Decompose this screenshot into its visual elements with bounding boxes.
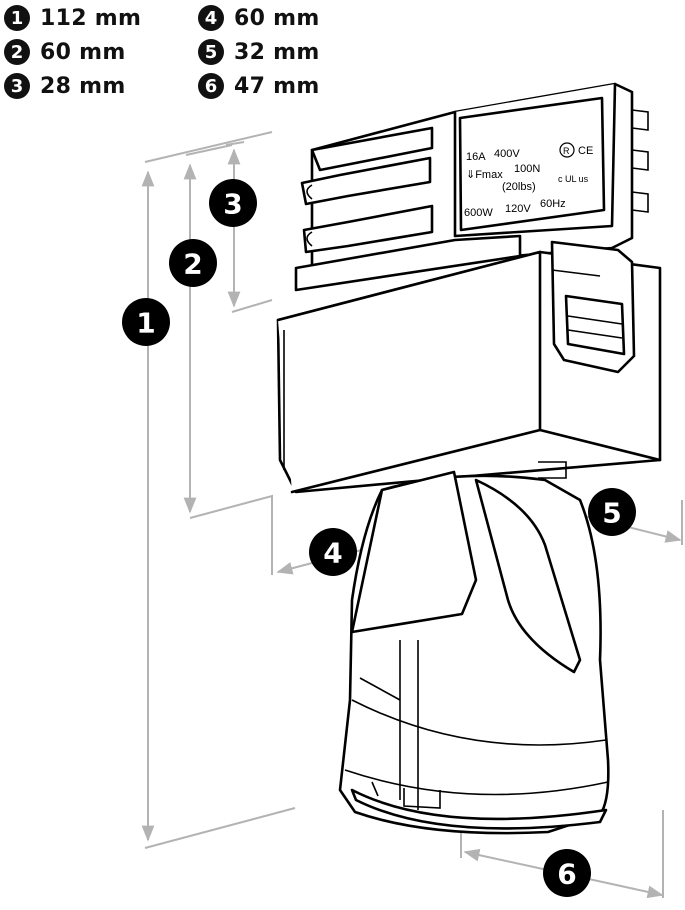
legend-value-1: 112 mm	[40, 5, 142, 31]
plate-cert2: CE	[578, 145, 593, 157]
legend-item-4: 4 60 mm	[198, 5, 320, 31]
legend-value-2: 60 mm	[40, 39, 126, 65]
legend-value-6: 47 mm	[234, 73, 320, 99]
badge-5: 5	[198, 39, 224, 65]
rating-plate: 16A 400V ⇓Fmax 100N (20lbs) 600W 120V 60…	[458, 96, 606, 232]
callout-5-text: 5	[602, 497, 621, 530]
badge-6: 6	[198, 73, 224, 99]
callout-4: 4	[309, 528, 357, 576]
callout-6-text: 6	[557, 858, 576, 891]
legend-value-3: 28 mm	[40, 73, 126, 99]
recycle-mark-icon	[559, 142, 575, 158]
callout-1-text: 1	[136, 307, 155, 340]
plate-cert3: c UL us	[558, 174, 589, 184]
lamp-head	[338, 461, 610, 835]
callout-4-text: 4	[323, 537, 342, 570]
badge-1: 1	[4, 5, 30, 31]
callout-6: 6	[543, 849, 591, 897]
dimension-3	[225, 141, 273, 313]
legend-value-4: 60 mm	[234, 5, 320, 31]
legend-item-2: 2 60 mm	[4, 39, 126, 65]
callout-1: 1	[122, 298, 170, 346]
callout-5: 5	[588, 488, 636, 536]
dimension-2	[183, 144, 273, 575]
legend-item-3: 3 28 mm	[4, 73, 126, 99]
legend-item-5: 5 32 mm	[198, 39, 320, 65]
badge-2: 2	[4, 39, 30, 65]
plate-line1b: 400V	[494, 148, 520, 160]
plate-line4c: 60Hz	[540, 198, 566, 210]
callout-2-text: 2	[183, 248, 202, 281]
badge-3: 3	[4, 73, 30, 99]
callout-3-text: 3	[223, 188, 242, 221]
legend-item-6: 6 47 mm	[198, 73, 320, 99]
plate-line2b: 100N	[514, 163, 540, 175]
badge-4: 4	[198, 5, 224, 31]
legend-value-5: 32 mm	[234, 39, 320, 65]
plate-cert1: R	[563, 146, 570, 156]
plate-line3: (20lbs)	[502, 181, 536, 193]
plate-line4a: 600W	[464, 207, 493, 219]
callout-3: 3	[209, 179, 257, 227]
plate-line2a: ⇓Fmax	[466, 169, 503, 181]
legend-item-1: 1 112 mm	[4, 5, 141, 31]
callout-2: 2	[169, 239, 217, 287]
plate-line1a: 16A	[466, 151, 486, 163]
dimension-1	[141, 131, 296, 849]
latch-clip	[550, 240, 636, 374]
plate-line4b: 120V	[505, 203, 531, 215]
